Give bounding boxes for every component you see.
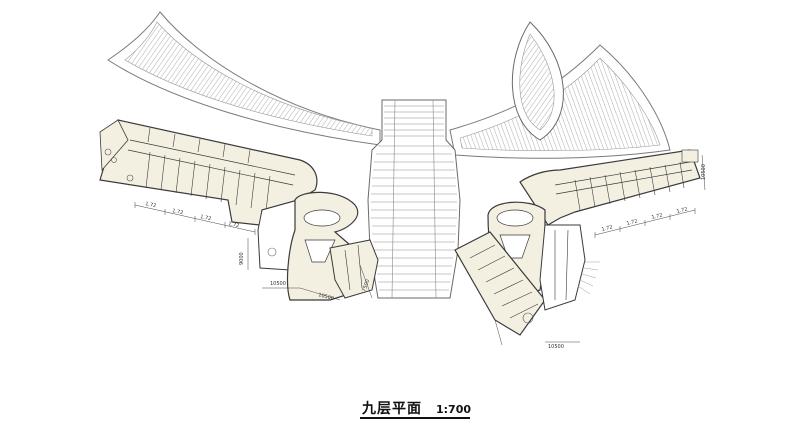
dim-right-bay-2: 1.72 bbox=[626, 218, 638, 227]
dim-left-bay-1: 1.72 bbox=[145, 201, 157, 209]
dim-left-bay-3: 1.72 bbox=[200, 214, 212, 222]
right-wing-floor bbox=[454, 149, 701, 336]
drawing-title-text: 九层平面 bbox=[362, 401, 422, 417]
dim-right-bay-4: 1.72 bbox=[676, 206, 688, 215]
dim-right-bay-3: 1.72 bbox=[651, 212, 663, 221]
dim-left-bottom-b: 10500 bbox=[317, 292, 334, 302]
dim-right-side: 10500 bbox=[701, 164, 707, 180]
dim-left-vertical: 9000 bbox=[239, 252, 245, 265]
dimension-labels: 1.72 1.72 1.72 1.72 9000 10500 10500 750… bbox=[145, 164, 707, 350]
dim-left-bottom-a: 10500 bbox=[270, 281, 286, 287]
central-tower bbox=[367, 99, 461, 299]
dim-right-bay-1: 1.72 bbox=[601, 224, 613, 233]
dimension-lines bbox=[134, 154, 706, 346]
dim-left-bay-2: 1.72 bbox=[172, 208, 184, 216]
left-wing-floor bbox=[99, 119, 379, 301]
dim-left-bay-4: 1.72 bbox=[228, 221, 240, 229]
drawing-title: 九层平面 1:700 bbox=[362, 398, 471, 418]
right-roof-canopy bbox=[449, 21, 671, 159]
dim-right-bottom: 10500 bbox=[548, 344, 564, 350]
left-roof-canopy bbox=[107, 11, 381, 146]
title-underline bbox=[360, 417, 470, 419]
dim-left-diag: 7500 bbox=[361, 279, 371, 293]
drawing-scale: 1:700 bbox=[436, 403, 472, 416]
